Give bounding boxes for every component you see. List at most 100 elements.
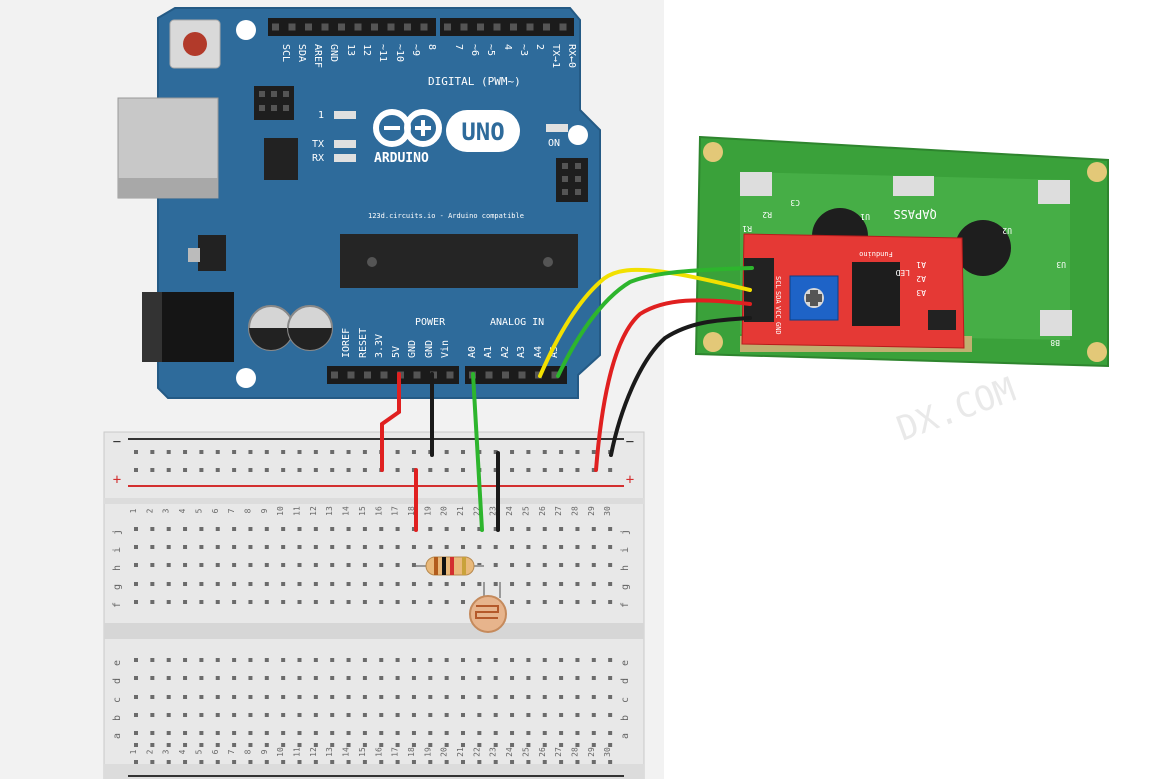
breadboard-hole[interactable] xyxy=(183,582,188,586)
breadboard-hole[interactable] xyxy=(330,731,335,735)
rail-hole[interactable] xyxy=(281,450,286,454)
breadboard-hole[interactable] xyxy=(526,695,531,699)
rail-hole[interactable] xyxy=(428,468,433,472)
header-hole[interactable] xyxy=(305,23,312,31)
rail-hole[interactable] xyxy=(166,450,171,454)
breadboard-hole[interactable] xyxy=(411,545,416,549)
breadboard-hole[interactable] xyxy=(608,563,613,567)
breadboard-hole[interactable] xyxy=(166,582,171,586)
breadboard-hole[interactable] xyxy=(526,545,531,549)
breadboard[interactable]: 1122334455667788991010111112121313141415… xyxy=(103,431,645,779)
breadboard-hole[interactable] xyxy=(395,713,400,717)
rail-hole[interactable] xyxy=(395,450,400,454)
breadboard-hole[interactable] xyxy=(411,658,416,662)
breadboard-hole[interactable] xyxy=(346,545,351,549)
rail-hole[interactable] xyxy=(362,450,367,454)
breadboard-hole[interactable] xyxy=(411,527,416,531)
breadboard-hole[interactable] xyxy=(264,545,269,549)
breadboard-hole[interactable] xyxy=(232,582,237,586)
breadboard-hole[interactable] xyxy=(493,731,498,735)
breadboard-hole[interactable] xyxy=(591,563,596,567)
rail-hole[interactable] xyxy=(526,468,531,472)
breadboard-hole[interactable] xyxy=(215,582,220,586)
breadboard-hole[interactable] xyxy=(444,731,449,735)
rail-hole[interactable] xyxy=(264,760,269,764)
rail-hole[interactable] xyxy=(559,743,564,747)
rail-hole[interactable] xyxy=(313,468,318,472)
rail-hole[interactable] xyxy=(297,743,302,747)
breadboard-hole[interactable] xyxy=(411,600,416,604)
header-hole[interactable] xyxy=(272,23,279,31)
rail-hole[interactable] xyxy=(493,468,498,472)
breadboard-hole[interactable] xyxy=(559,713,564,717)
breadboard-hole[interactable] xyxy=(232,695,237,699)
breadboard-hole[interactable] xyxy=(542,527,547,531)
rail-hole[interactable] xyxy=(166,468,171,472)
breadboard-hole[interactable] xyxy=(526,582,531,586)
rail-hole[interactable] xyxy=(183,450,188,454)
breadboard-hole[interactable] xyxy=(297,545,302,549)
breadboard-hole[interactable] xyxy=(248,527,253,531)
rail-hole[interactable] xyxy=(330,743,335,747)
rail-hole[interactable] xyxy=(281,743,286,747)
breadboard-hole[interactable] xyxy=(591,713,596,717)
wire-a0-green[interactable] xyxy=(471,372,484,532)
breadboard-hole[interactable] xyxy=(183,731,188,735)
rail-hole[interactable] xyxy=(461,743,465,747)
breadboard-hole[interactable] xyxy=(477,731,482,735)
breadboard-hole[interactable] xyxy=(264,695,269,699)
breadboard-hole[interactable] xyxy=(559,527,564,531)
rail-hole[interactable] xyxy=(346,450,351,454)
rail-hole[interactable] xyxy=(542,760,547,764)
breadboard-hole[interactable] xyxy=(493,563,498,567)
breadboard-hole[interactable] xyxy=(248,676,253,680)
breadboard-hole[interactable] xyxy=(493,582,498,586)
breadboard-hole[interactable] xyxy=(330,676,335,680)
breadboard-hole[interactable] xyxy=(199,695,204,699)
breadboard-hole[interactable] xyxy=(232,600,237,604)
header-hole[interactable] xyxy=(551,371,559,379)
breadboard-hole[interactable] xyxy=(510,713,515,717)
breadboard-hole[interactable] xyxy=(362,563,367,567)
breadboard-hole[interactable] xyxy=(281,658,286,662)
rail-hole[interactable] xyxy=(608,468,613,472)
breadboard-hole[interactable] xyxy=(559,582,564,586)
breadboard-hole[interactable] xyxy=(444,582,449,586)
rail-hole[interactable] xyxy=(411,760,416,764)
rail-hole[interactable] xyxy=(575,468,580,472)
breadboard-hole[interactable] xyxy=(346,695,351,699)
rail-hole[interactable] xyxy=(395,743,400,747)
breadboard-hole[interactable] xyxy=(493,676,498,680)
breadboard-hole[interactable] xyxy=(542,600,547,604)
breadboard-hole[interactable] xyxy=(313,713,318,717)
breadboard-hole[interactable] xyxy=(215,713,220,717)
breadboard-hole[interactable] xyxy=(330,563,335,567)
breadboard-hole[interactable] xyxy=(313,731,318,735)
header-hole[interactable] xyxy=(321,23,329,31)
rail-hole[interactable] xyxy=(444,450,449,454)
rail-hole[interactable] xyxy=(510,743,515,747)
breadboard-hole[interactable] xyxy=(199,731,204,735)
breadboard-hole[interactable] xyxy=(330,545,335,549)
rail-hole[interactable] xyxy=(313,450,318,454)
breadboard-hole[interactable] xyxy=(362,731,367,735)
breadboard-hole[interactable] xyxy=(591,600,596,604)
rail-hole[interactable] xyxy=(150,743,155,747)
breadboard-hole[interactable] xyxy=(591,731,596,735)
rail-hole[interactable] xyxy=(215,468,220,472)
breadboard-hole[interactable] xyxy=(183,527,188,531)
breadboard-hole[interactable] xyxy=(542,713,547,717)
breadboard-hole[interactable] xyxy=(542,563,547,567)
resistor[interactable] xyxy=(416,556,484,576)
breadboard-hole[interactable] xyxy=(264,527,269,531)
rail-hole[interactable] xyxy=(264,450,269,454)
breadboard-hole[interactable] xyxy=(591,545,596,549)
breadboard-hole[interactable] xyxy=(134,563,138,567)
breadboard-hole[interactable] xyxy=(608,731,613,735)
breadboard-hole[interactable] xyxy=(428,582,433,586)
rail-hole[interactable] xyxy=(264,468,269,472)
breadboard-hole[interactable] xyxy=(313,527,318,531)
rail-hole[interactable] xyxy=(542,743,547,747)
breadboard-hole[interactable] xyxy=(264,582,269,586)
breadboard-hole[interactable] xyxy=(346,676,351,680)
